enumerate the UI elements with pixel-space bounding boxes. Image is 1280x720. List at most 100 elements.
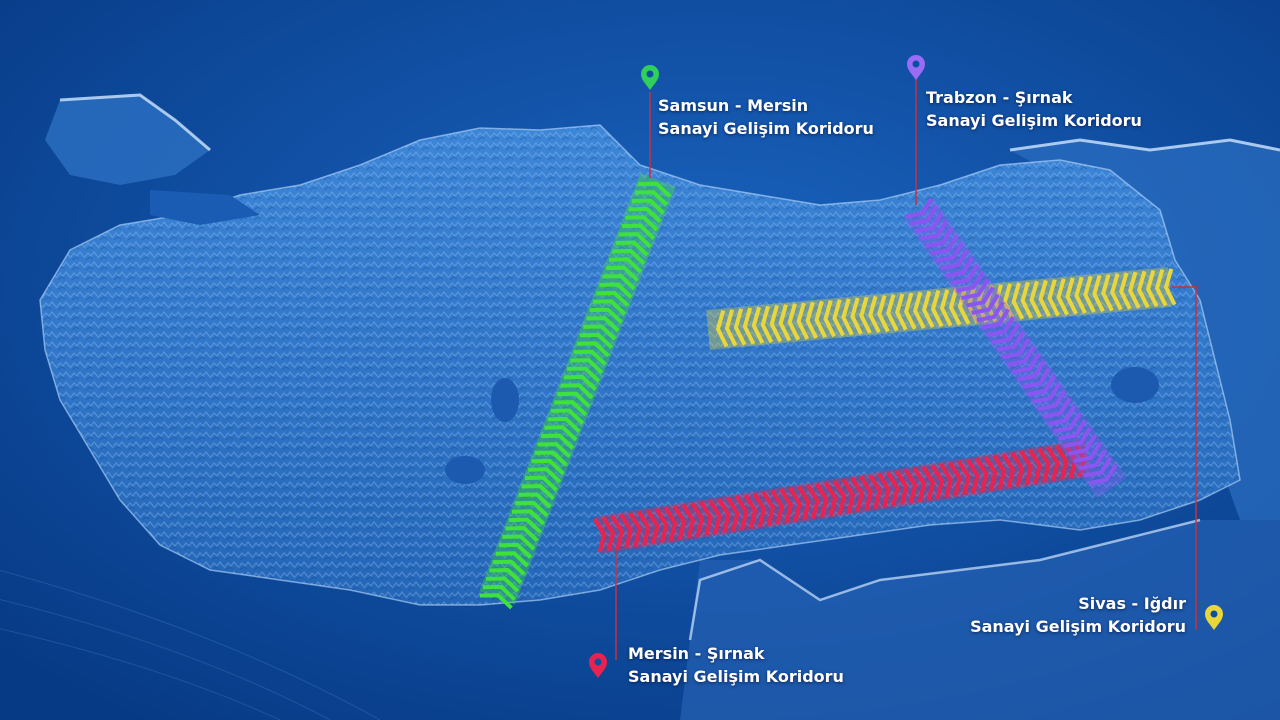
corridor-chevron: [743, 493, 758, 529]
corridor-chevron: [1001, 338, 1031, 360]
corridor-chevron: [1002, 283, 1016, 321]
corridor-chevron: [563, 374, 597, 391]
corridor-chevron: [797, 485, 811, 521]
corridor-chevron: [508, 517, 542, 534]
corridor-subtitle: Sanayi Gelişim Koridoru: [970, 617, 1186, 636]
corridor-chevron: [945, 256, 975, 278]
corridor-chevron: [971, 293, 1000, 315]
corridor-name: Samsun - Mersin: [658, 96, 809, 115]
corridor-band-samsun-mersin: [479, 173, 676, 610]
corridor-chevron: [541, 433, 575, 450]
corridor-chevron: [524, 475, 559, 492]
corridor-chevron: [560, 383, 594, 400]
corridor-chevron: [886, 294, 899, 332]
corridor-chevron: [788, 486, 802, 522]
corridor-chevron: [940, 249, 969, 271]
corridor-chevron: [921, 290, 935, 329]
corridor-name: Sivas - Iğdır: [1078, 594, 1186, 613]
corridor-chevron: [1068, 434, 1097, 456]
corridor-chevron: [850, 476, 864, 513]
corridor-chevron: [672, 505, 687, 541]
corridor-chevron: [1063, 426, 1092, 449]
corridor-bands: [479, 173, 1177, 610]
corridor-chevron: [1058, 419, 1087, 441]
corridor-chevron: [976, 301, 1005, 323]
corridor-chevron: [996, 330, 1026, 352]
corridor-band-sivas-igdir: [706, 267, 1177, 350]
corridor-chevron: [1088, 463, 1118, 486]
corridor-chevron: [646, 509, 660, 545]
corridor-chevron: [903, 468, 918, 504]
corridor-chevron: [724, 309, 738, 347]
corridor-chevron: [1042, 397, 1072, 419]
corridor-chevron: [1073, 441, 1102, 463]
map-pin-icon: [589, 653, 607, 678]
corridor-chevron: [1092, 274, 1105, 313]
corridor-chevron: [1037, 447, 1051, 483]
leader-line-sivas-igdir: [1172, 286, 1197, 630]
corridor-chevron: [948, 288, 962, 326]
corridor-chevron: [761, 490, 776, 527]
corridor-chevron: [895, 293, 908, 331]
corridor-chevron: [904, 292, 917, 330]
corridor-chevron: [502, 534, 536, 551]
corridor-band-mersin-sirnak: [592, 439, 1091, 554]
corridor-chevron: [950, 264, 980, 286]
corridor-chevron: [930, 234, 959, 256]
corridor-chevron: [638, 181, 672, 198]
corridor-chevron: [939, 462, 953, 499]
corridor-chevron: [760, 305, 774, 344]
corridor-chevron: [742, 307, 756, 345]
corridor-chevron: [1029, 280, 1043, 319]
corridor-name: Mersin - Şırnak: [628, 644, 765, 663]
corridor-chevron: [479, 593, 513, 610]
corridor-chevron: [681, 503, 696, 539]
corridor-chevron: [733, 308, 747, 346]
corridor-chevron: [909, 204, 939, 226]
corridor-chevron: [1078, 449, 1108, 471]
corridor-chevron: [778, 304, 792, 342]
corridor-chevron: [601, 516, 616, 552]
corridor-chevron: [955, 271, 985, 293]
corridor-chevron: [1145, 269, 1159, 308]
marmara-sea: [150, 190, 260, 225]
corridor-chevron: [589, 307, 623, 324]
corridor-chevron: [966, 286, 995, 308]
corridor-chevron: [986, 315, 1015, 338]
corridor-chevron: [1012, 352, 1041, 375]
corridor-chevron: [974, 457, 989, 493]
corridor-subtitle: Sanayi Gelişim Koridoru: [926, 111, 1142, 130]
corridor-chevron: [1046, 446, 1060, 482]
corridor-chevron: [631, 198, 665, 215]
corridor-chevron: [534, 450, 568, 467]
corridor-chevron: [832, 299, 845, 337]
corridor-chevron: [573, 349, 607, 366]
leader-lines: [615, 78, 1197, 660]
corridor-chevron: [708, 499, 722, 535]
corridor-chevron: [1017, 360, 1046, 382]
corridor-chevron: [1022, 367, 1051, 389]
corridor-chevron: [576, 341, 610, 358]
corridor-chevron: [1065, 277, 1078, 315]
corridor-chevron: [605, 265, 639, 282]
corridor-chevron: [832, 479, 847, 515]
corridor-chevron: [1054, 444, 1069, 480]
corridor-chevron: [583, 324, 617, 341]
corridor-chevron: [592, 299, 626, 316]
corridor-chevron: [1119, 272, 1132, 310]
corridor-chevron: [966, 458, 980, 494]
corridor-chevron: [618, 232, 652, 249]
lake: [491, 378, 519, 422]
corridor-chevron: [566, 366, 601, 383]
corridor-chevron: [914, 212, 944, 234]
corridor-chevron: [637, 510, 651, 546]
corridor-band-trabzon-sirnak: [904, 197, 1127, 499]
corridor-chevron: [912, 467, 927, 503]
corridor-chevron: [619, 513, 633, 549]
corridor-chevron: [823, 481, 838, 517]
corridor-chevron: [930, 289, 944, 328]
corridor-chevron: [1019, 450, 1033, 486]
corridor-chevron: [554, 400, 588, 417]
corridor-chevron: [586, 316, 620, 333]
corridor-chevron: [957, 460, 971, 496]
